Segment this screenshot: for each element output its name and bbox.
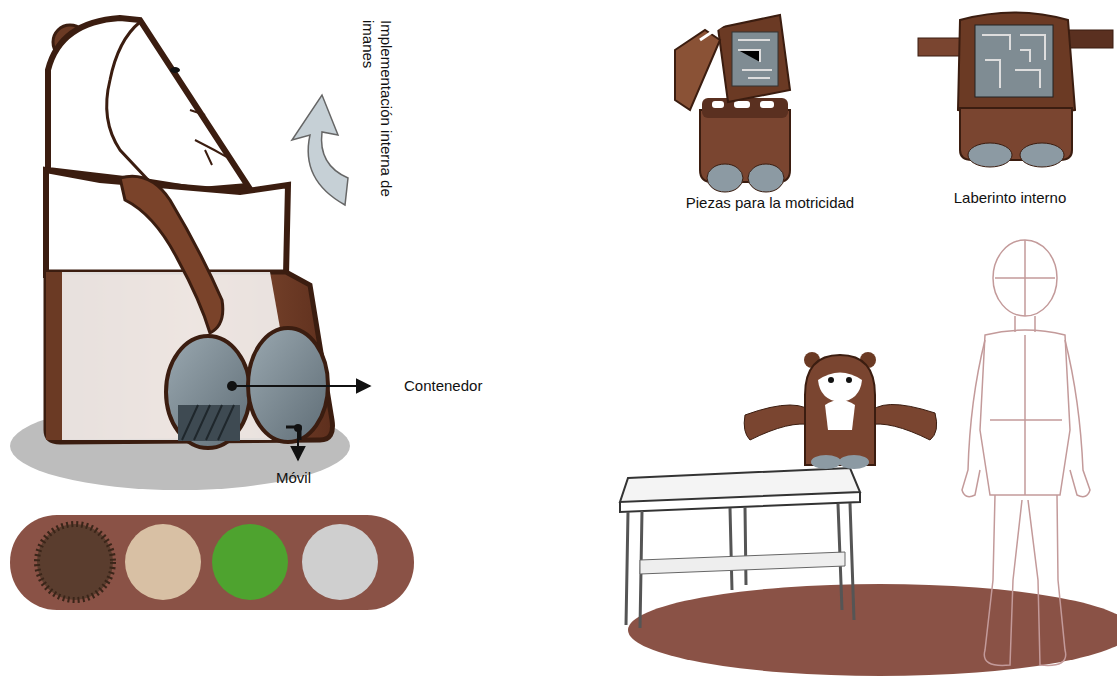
- motor-pieces-sketch: [675, 15, 790, 192]
- annotation-label: Piezas para la motricidad: [640, 194, 900, 212]
- monkey-side-view: [10, 18, 350, 490]
- annotation-label: Móvil: [276, 469, 356, 487]
- maze-sketch: [918, 13, 1113, 168]
- rotation-arrow: [292, 95, 348, 205]
- child-figure: [962, 240, 1090, 665]
- annotation-label: Laberinto interno: [925, 189, 1095, 207]
- annotation-label: Contenedor: [404, 377, 524, 395]
- scale-scene: [620, 352, 1117, 676]
- leader-line: [297, 428, 299, 460]
- leader-line: [232, 385, 370, 387]
- material-swatches: [10, 515, 414, 610]
- annotation-label: Implementación interna de imanes: [359, 20, 395, 220]
